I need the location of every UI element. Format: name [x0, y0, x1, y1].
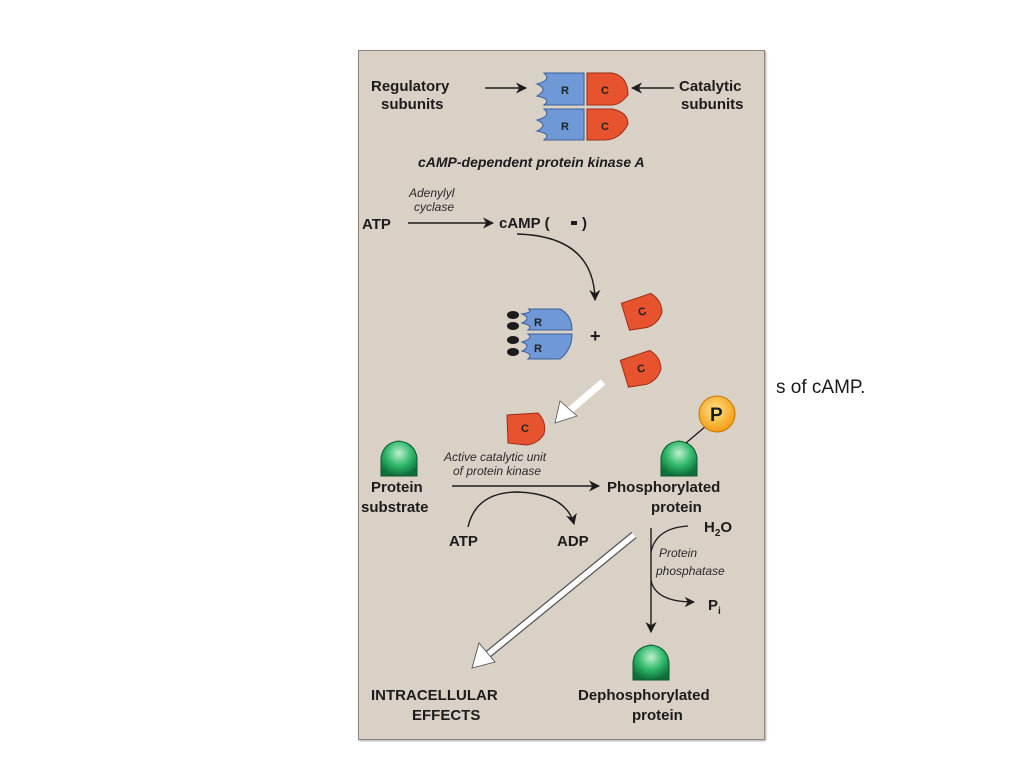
caption-fragment: s of cAMP.: [776, 377, 866, 398]
phosphorylated-protein-group: P: [660, 395, 736, 477]
atp-bottom-label: ATP: [449, 533, 478, 550]
svg-text:C: C: [636, 362, 647, 376]
adenylyl-label-line2: cyclase: [414, 200, 454, 214]
phosphorylated-protein-icon: [660, 440, 698, 477]
svg-text:C: C: [601, 121, 609, 133]
camp-binding-arrow: [516, 233, 601, 302]
active-catalytic-label-line2: of protein kinase: [453, 464, 541, 478]
phosphatase-label-line1: Protein: [659, 546, 697, 560]
adenylyl-label-line1: Adenylyl: [408, 186, 455, 200]
dephosphorylated-label-line2: protein: [632, 707, 683, 724]
regulatory-camp-complex-top: R: [507, 308, 573, 331]
figure-panel: [358, 50, 765, 740]
regulatory-label-line1: Regulatory: [371, 78, 450, 95]
catalytic-label-line1: Catalytic: [679, 78, 742, 95]
protein-substrate-label-line2: substrate: [361, 499, 429, 516]
intracellular-hollow-arrow: [471, 531, 637, 669]
intracellular-label-line1: INTRACELLULAR: [371, 687, 498, 704]
svg-text:R: R: [534, 317, 542, 329]
catalytic-subunit-top: C: [586, 72, 629, 106]
phosphatase-label-line2: phosphatase: [655, 564, 725, 578]
pi-release-curve: [650, 579, 696, 608]
camp-label-close: ): [582, 215, 587, 232]
atp-top-label: ATP: [362, 216, 391, 233]
regulatory-label-line2: subunits: [381, 96, 444, 113]
active-catalytic-subunit: C: [506, 412, 546, 446]
svg-text:R: R: [561, 85, 569, 97]
svg-text:C: C: [601, 85, 609, 97]
phosphate-letter: P: [710, 405, 723, 426]
h2o-curve: [650, 525, 689, 553]
active-catalytic-label-line1: Active catalytic unit: [443, 450, 547, 464]
regulatory-camp-complex-bottom: R: [507, 333, 573, 360]
adp-label: ADP: [557, 533, 589, 550]
camp-dot-icon: [571, 221, 577, 225]
dephosphorylated-protein-icon: [632, 644, 670, 681]
catalytic-subunit-bottom: C: [586, 108, 629, 141]
free-catalytic-subunit-2: C: [619, 349, 662, 388]
regulatory-subunit-bottom: R: [535, 108, 585, 141]
pka-title: cAMP-dependent protein kinase A: [418, 154, 645, 170]
atp-adp-curve: [467, 491, 577, 528]
catalytic-label-line2: subunits: [681, 96, 744, 113]
release-hollow-arrow: [554, 379, 606, 424]
svg-text:R: R: [561, 121, 569, 133]
svg-text:R: R: [534, 343, 542, 355]
regulatory-subunit-top: R: [535, 72, 585, 106]
protein-substrate-label-line1: Protein: [371, 479, 423, 496]
h2o-label: H2O: [704, 519, 732, 539]
camp-label: cAMP (: [499, 215, 550, 232]
pi-label: Pi: [708, 597, 721, 617]
free-catalytic-subunit-1: C: [620, 292, 663, 331]
phosphorylated-label-line2: protein: [651, 499, 702, 516]
intracellular-label-line2: EFFECTS: [412, 707, 480, 724]
pka-signaling-diagram: Regulatory subunits R R C C Catalytic su…: [361, 72, 744, 724]
svg-text:C: C: [637, 305, 648, 319]
protein-substrate-icon: [380, 440, 418, 477]
phosphorylated-label-line1: Phosphorylated: [607, 479, 720, 496]
plus-sign: +: [590, 326, 601, 346]
dephosphorylated-label-line1: Dephosphorylated: [578, 687, 710, 704]
svg-text:C: C: [521, 423, 529, 435]
